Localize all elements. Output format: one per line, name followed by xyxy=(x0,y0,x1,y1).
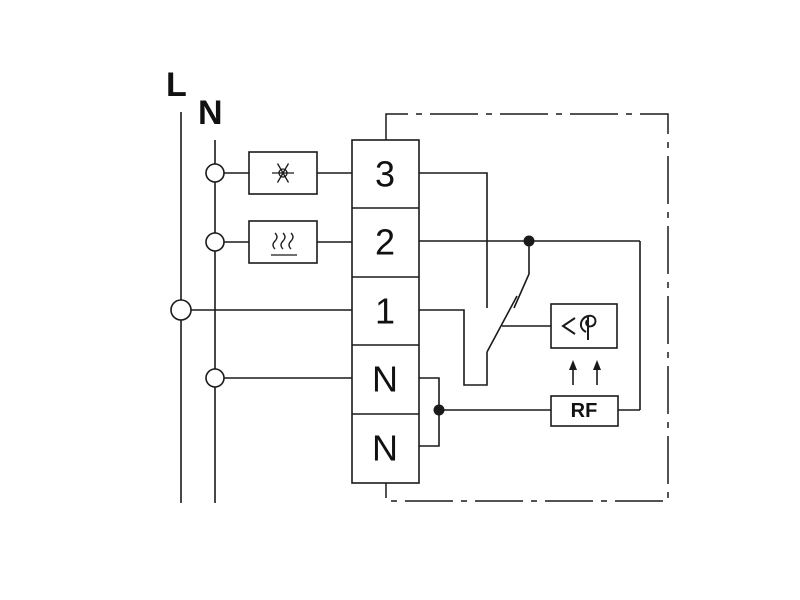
line-node xyxy=(170,299,192,321)
neutral-node-cooling xyxy=(205,163,225,183)
rf-module-box xyxy=(550,395,619,427)
rf-module-label: RF xyxy=(571,400,598,422)
snowflake-icon xyxy=(272,163,294,183)
terminal-3-contact xyxy=(419,172,488,308)
thermostat-sensor-box xyxy=(550,303,618,349)
terminal-1-common xyxy=(419,309,488,386)
heat-waves-icon xyxy=(271,232,297,256)
neutral-node-heating xyxy=(205,232,225,252)
terminal-3-label: 3 xyxy=(375,154,395,195)
terminal-2-contact xyxy=(513,241,530,309)
terminal-block: 3 2 1 N N xyxy=(351,139,420,484)
terminal-n-label: N xyxy=(372,359,398,400)
heating-load-box xyxy=(248,220,318,264)
terminal-1-label: 1 xyxy=(375,291,395,332)
terminal-n2-label: N xyxy=(372,428,398,469)
junction-dot-bottom xyxy=(433,404,445,416)
neutral-label: N xyxy=(198,94,223,132)
line-label: L xyxy=(166,66,187,104)
up-arrows-icon xyxy=(569,360,601,385)
neutral-node-terminal xyxy=(205,368,225,388)
terminal-2-label: 2 xyxy=(375,222,395,263)
device-enclosure xyxy=(385,113,669,502)
switch-blade xyxy=(486,295,518,353)
temperature-sensor-icon xyxy=(561,314,597,340)
